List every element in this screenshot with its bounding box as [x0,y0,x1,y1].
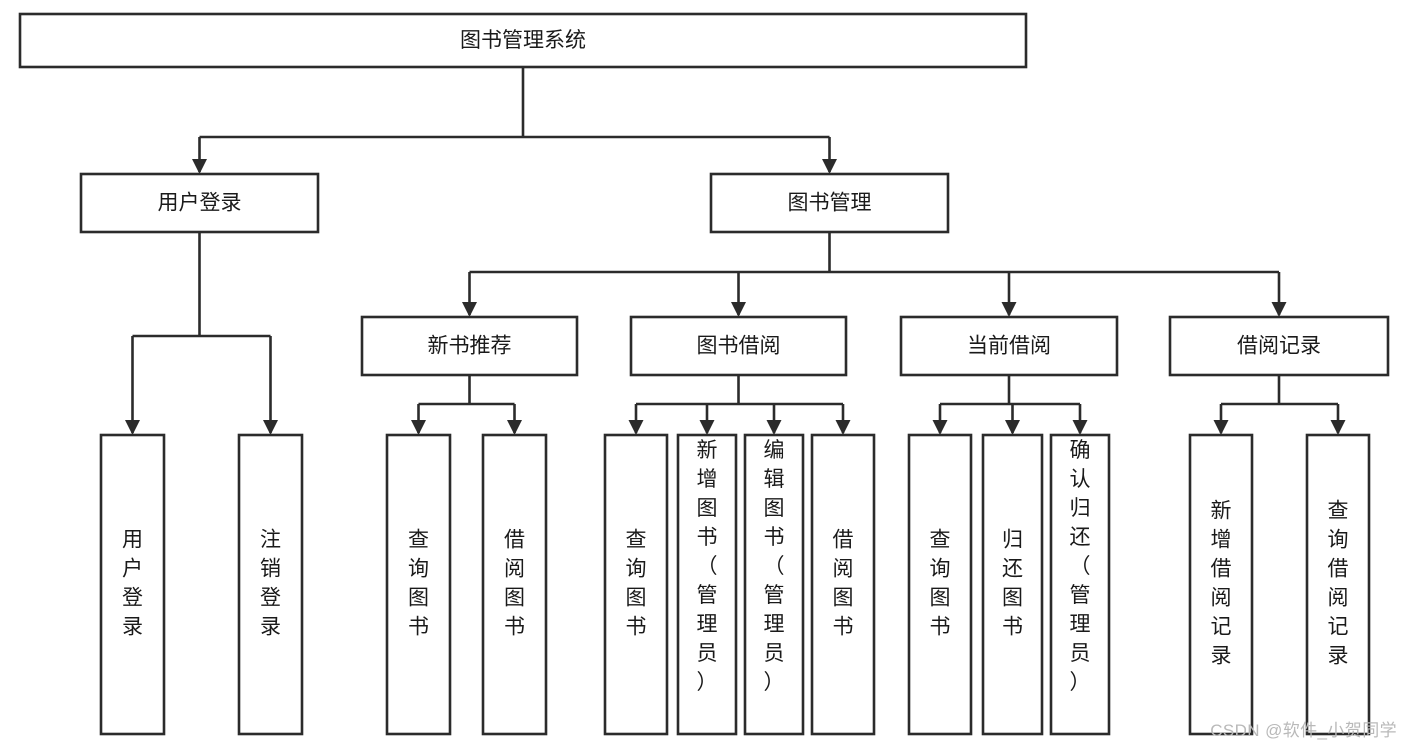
node-box-leaf-confirm-return [1049,433,1111,736]
arrow-head-borrow-record-1 [1330,420,1346,435]
arrow-head-new-book-recommend-1 [507,420,522,435]
node-leaf-borrow-book-1[interactable]: 借阅图书 [481,433,548,736]
node-label-leaf-query-book-1: 查询图书 [408,529,429,639]
node-label-user-login: 用户登录 [158,192,242,215]
node-box-leaf-borrow-book-1 [481,433,548,736]
node-label-root: 图书管理系统 [460,29,586,52]
node-leaf-add-record[interactable]: 新增借阅记录 [1188,433,1254,736]
node-label-leaf-borrow-book-2: 借阅图书 [833,529,854,639]
arrow-head-user-login-0 [125,420,140,435]
node-leaf-query-book-3[interactable]: 查询图书 [907,433,973,736]
node-box-leaf-query-record [1305,433,1371,736]
node-box-user-login [79,172,320,234]
node-leaf-confirm-return[interactable]: 确认归还（管理员） [1049,433,1111,736]
node-box-leaf-query-book-1 [385,433,452,736]
node-label-leaf-add-record: 新增借阅记录 [1211,500,1232,668]
arrow-head-book-borrow-2 [766,420,782,435]
node-label-leaf-query-record: 查询借阅记录 [1328,500,1349,668]
node-book-manage[interactable]: 图书管理 [709,172,950,234]
node-label-leaf-edit-book: 编辑图书（管理员） [764,439,785,694]
node-label-leaf-logout: 注销登录 [260,529,281,639]
node-box-new-book-recommend [360,315,579,377]
node-leaf-borrow-book-2[interactable]: 借阅图书 [810,433,876,736]
arrow-head-root-1 [822,159,837,174]
arrow-head-new-book-recommend-0 [411,420,426,435]
node-leaf-return-book[interactable]: 归还图书 [981,433,1044,736]
node-box-leaf-add-record [1188,433,1254,736]
arrow-head-book-borrow-1 [699,420,715,435]
arrow-head-current-borrow-0 [932,420,948,435]
arrow-head-borrow-record-0 [1213,420,1229,435]
arrow-head-book-manage-2 [1001,302,1017,317]
node-box-current-borrow [899,315,1119,377]
node-box-leaf-return-book [981,433,1044,736]
node-label-borrow-record: 借阅记录 [1237,335,1321,358]
node-leaf-edit-book[interactable]: 编辑图书（管理员） [743,433,805,736]
node-box-leaf-borrow-book-2 [810,433,876,736]
nodes-layer: 图书管理系统用户登录图书管理新书推荐图书借阅当前借阅借阅记录用户登录注销登录查询… [18,12,1390,736]
node-label-leaf-confirm-return: 确认归还（管理员） [1070,439,1091,694]
node-new-book-recommend[interactable]: 新书推荐 [360,315,579,377]
node-label-leaf-user-login: 用户登录 [122,529,143,639]
edges-layer [125,67,1346,435]
node-user-login[interactable]: 用户登录 [79,172,320,234]
node-leaf-query-book-1[interactable]: 查询图书 [385,433,452,736]
arrow-head-book-manage-1 [731,302,746,317]
node-leaf-query-record[interactable]: 查询借阅记录 [1305,433,1371,736]
node-label-current-borrow: 当前借阅 [967,335,1051,358]
node-label-leaf-return-book: 归还图书 [1002,529,1023,639]
node-box-book-manage [709,172,950,234]
node-leaf-add-book[interactable]: 新增图书（管理员） [676,433,738,736]
node-label-book-manage: 图书管理 [788,192,872,215]
node-label-leaf-borrow-book-1: 借阅图书 [504,529,525,639]
node-root[interactable]: 图书管理系统 [18,12,1028,69]
node-leaf-user-login[interactable]: 用户登录 [99,433,166,736]
node-label-new-book-recommend: 新书推荐 [428,335,512,358]
node-borrow-record[interactable]: 借阅记录 [1168,315,1390,377]
node-box-root [18,12,1028,69]
node-label-leaf-query-book-2: 查询图书 [626,529,647,639]
arrow-head-book-borrow-3 [835,420,851,435]
node-leaf-logout[interactable]: 注销登录 [237,433,304,736]
node-label-leaf-add-book: 新增图书（管理员） [697,439,718,694]
node-box-book-borrow [629,315,848,377]
arrow-head-current-borrow-2 [1072,420,1088,435]
node-box-leaf-edit-book [743,433,805,736]
arrow-head-book-manage-3 [1271,302,1287,317]
node-leaf-query-book-2[interactable]: 查询图书 [603,433,669,736]
node-box-leaf-query-book-2 [603,433,669,736]
node-label-book-borrow: 图书借阅 [697,335,781,358]
arrow-head-user-login-1 [263,420,278,435]
arrow-head-book-borrow-0 [628,420,644,435]
node-box-leaf-add-book [676,433,738,736]
node-book-borrow[interactable]: 图书借阅 [629,315,848,377]
node-box-borrow-record [1168,315,1390,377]
node-current-borrow[interactable]: 当前借阅 [899,315,1119,377]
node-label-leaf-query-book-3: 查询图书 [930,529,951,639]
arrow-head-book-manage-0 [462,302,477,317]
node-box-leaf-logout [237,433,304,736]
node-box-leaf-user-login [99,433,166,736]
arrow-head-root-0 [192,159,207,174]
node-box-leaf-query-book-3 [907,433,973,736]
arrow-head-current-borrow-1 [1005,420,1020,435]
